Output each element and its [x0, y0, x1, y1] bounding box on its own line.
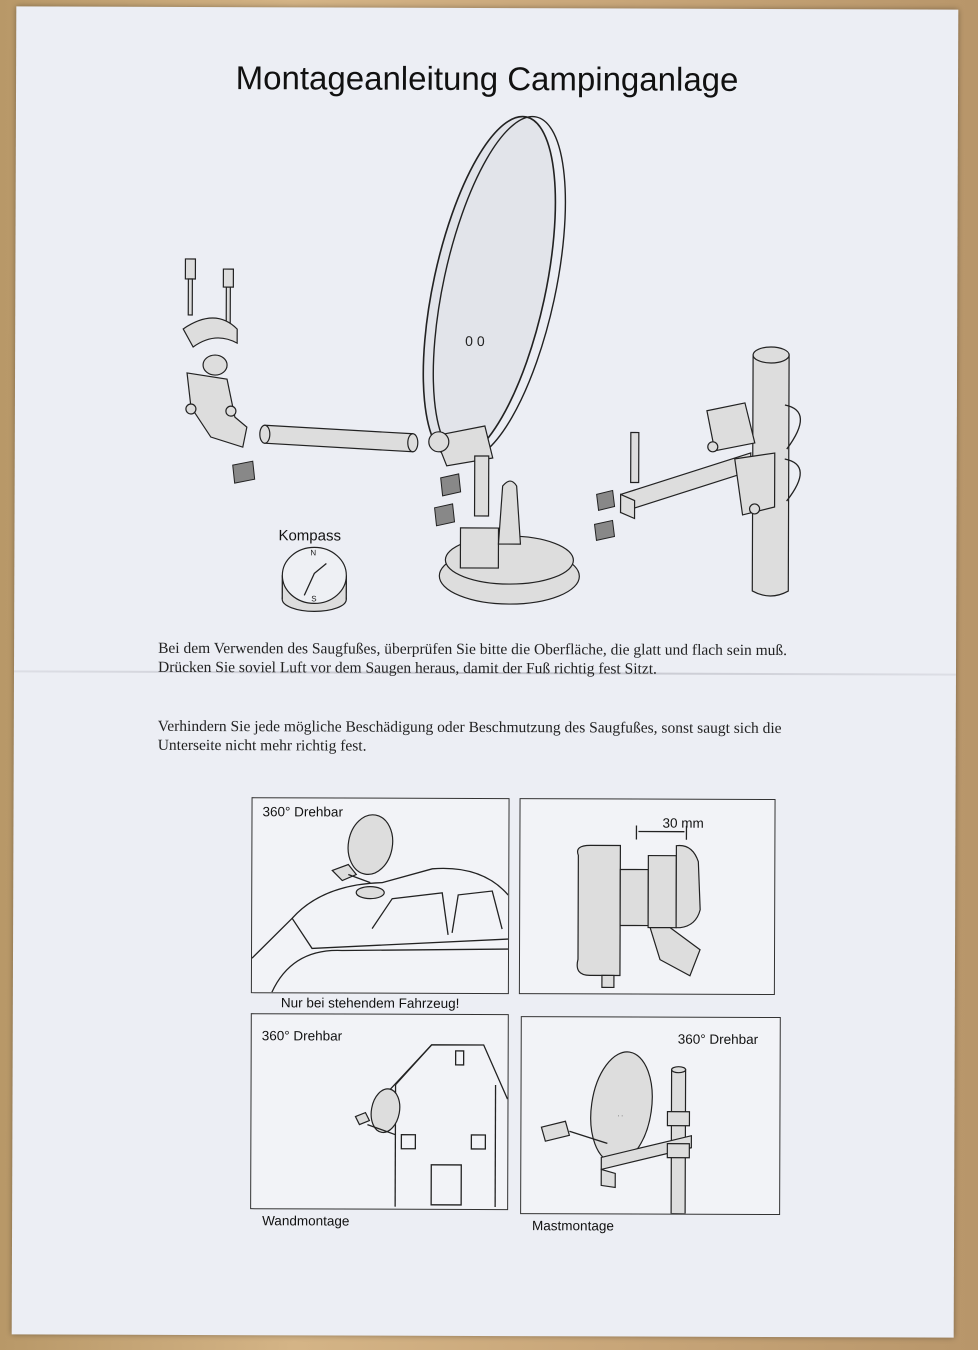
lnb-arm-drawing — [259, 424, 419, 453]
mast-drawing: · · — [540, 1051, 692, 1215]
satellite-dish-drawing: 0 0 — [422, 115, 567, 517]
compass-label: Kompass — [278, 527, 342, 545]
mast-mount-drawing — [593, 346, 801, 597]
compass-s: S — [311, 594, 316, 603]
panel-car-roof: 360° Drehbar — [250, 797, 510, 995]
lnb-detail-drawing — [576, 825, 701, 989]
panel-wall-mount: 360° Drehbar — [250, 1013, 509, 1211]
dish-marks: 0 0 — [465, 333, 485, 349]
suction-foot-drawing — [434, 473, 580, 605]
panel-lnb-detail: 30 mm — [518, 798, 776, 996]
house-panel-label: 360° Drehbar — [261, 1028, 343, 1044]
panel-mast-mount: · · 360° Drehbar — [520, 1016, 781, 1216]
paragraph-suction-surface: Bei dem Verwenden des Saugfußes, überprü… — [157, 639, 788, 678]
paragraph-suction-care: Verhindern Sie jede mögliche Beschädigun… — [157, 717, 782, 755]
mast-dish-marks: · · — [617, 1113, 623, 1119]
house-wall-drawing — [354, 1044, 509, 1208]
instruction-sheet: Montageanleitung Campinganlage 0 0 — [11, 6, 959, 1338]
house-panel-caption: Wandmontage — [262, 1213, 350, 1229]
compass-n: N — [310, 548, 316, 557]
mast-panel-label: 360° Drehbar — [677, 1031, 759, 1047]
assembly-illustration: 0 0 — [182, 115, 801, 613]
lnb-clamp-parts-drawing — [182, 258, 256, 484]
compass-drawing: N S — [281, 546, 347, 613]
car-roof-drawing — [251, 814, 509, 993]
lnb-dimension-label: 30 mm — [662, 815, 704, 831]
mast-panel-caption: Mastmontage — [532, 1218, 614, 1234]
car-panel-label: 360° Drehbar — [262, 804, 343, 820]
car-panel-caption: Nur bei stehendem Fahrzeug! — [280, 995, 460, 1011]
